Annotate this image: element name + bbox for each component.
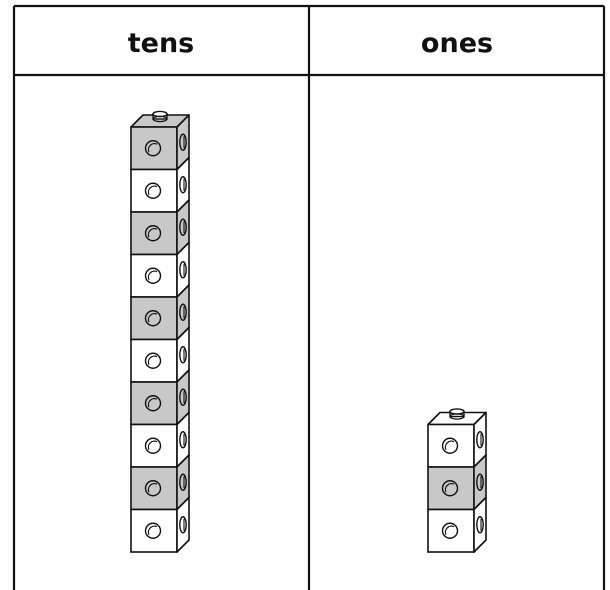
cube-side-peg [180,134,186,150]
cube-hole [146,353,161,368]
cube-hole [146,396,161,411]
cube-side-peg [180,517,186,533]
cube-side-peg [180,389,186,405]
cube-side-peg [180,219,186,235]
ones-cube-stack [428,409,486,552]
table-frame [14,6,604,590]
cube-hole [146,523,161,538]
cube-hole [146,183,161,198]
cube-side-peg [180,304,186,320]
cube-hole [443,523,458,538]
cube-hole [146,226,161,241]
tens-cube-stack [131,111,189,552]
cube-side-peg [180,432,186,448]
cube-hole [146,311,161,326]
tens-header: tens [128,28,195,59]
cube-side-peg [180,177,186,193]
cube-hole [146,268,161,283]
cube-side-peg [180,474,186,490]
ones-header: ones [421,28,493,59]
cube-side-peg [477,432,483,448]
cube-side-peg [180,262,186,278]
cube-side-peg [477,474,483,490]
cube-hole [443,481,458,496]
cube-side-peg [180,347,186,363]
cube-hole [146,141,161,156]
cube-hole [443,438,458,453]
cube-hole [146,481,161,496]
cube-side-peg [477,517,483,533]
cube-hole [146,438,161,453]
